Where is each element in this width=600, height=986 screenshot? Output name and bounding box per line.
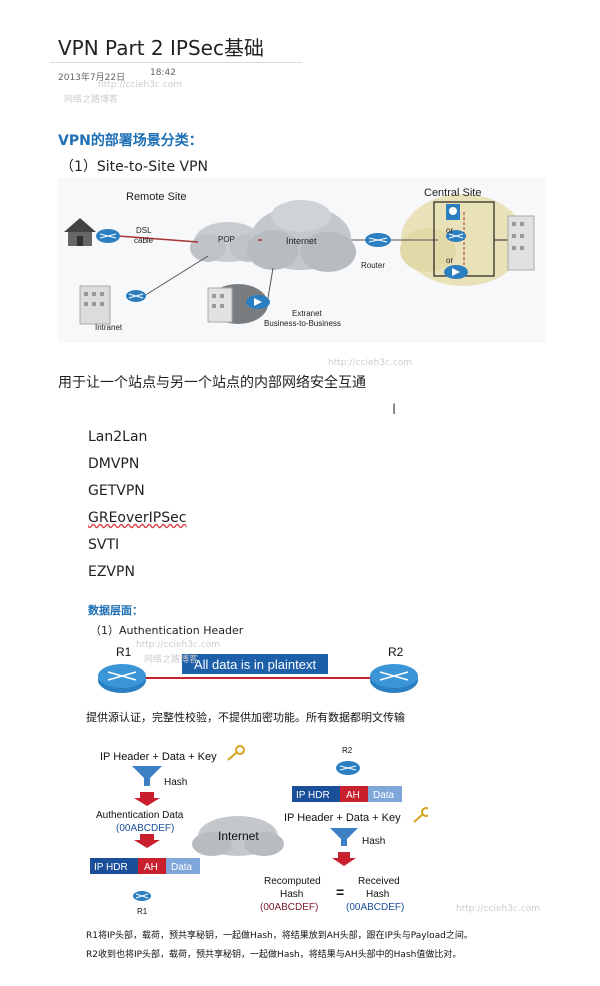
key-icon — [227, 745, 245, 761]
intranet-label: Intranet — [95, 323, 123, 332]
dsl-link — [117, 235, 199, 243]
or-label-1: or — [446, 226, 453, 235]
r2-process-note: R2收到也将IP头部，载荷，预共享秘钥，一起做Hash，将结果与AH头部中的Ha… — [86, 950, 462, 960]
intranet-router-icon — [126, 290, 146, 302]
pix-firewall-icon — [444, 265, 468, 279]
cable-label: cable — [134, 236, 154, 245]
recomputed-value: (00ABCDEF) — [260, 902, 318, 913]
watermark-blog: 网络之路博客 — [64, 95, 119, 105]
data-plane-heading: 数据层面： — [88, 604, 143, 617]
right-packet — [292, 786, 402, 802]
right-ah: AH — [346, 790, 360, 801]
ah-hash-diagram: IP Header + Data + Key Hash Authenticati… — [90, 745, 428, 916]
intranet-building-icon — [79, 285, 111, 325]
left-r1-router-icon — [133, 891, 151, 901]
internet-cloud — [247, 200, 356, 272]
key-icon-2 — [413, 807, 428, 823]
deployment-heading: VPN的部署场景分类： — [58, 133, 203, 149]
list-item: EZVPN — [88, 564, 135, 580]
title-divider — [50, 62, 302, 63]
recomputed-label: Recomputed — [264, 876, 321, 887]
received-value: (00ABCDEF) — [346, 902, 404, 913]
site-to-site-description: 用于让一个站点与另一个站点的内部网络安全互通 — [58, 375, 366, 391]
left-hash-label: Hash — [164, 777, 187, 788]
central-site-label: Central Site — [424, 187, 481, 199]
r1-process-note: R1将IP头部，载荷，预共享秘钥，一起做Hash，将结果放到AH头部，跟在IP头… — [86, 931, 473, 941]
right-ip-hdr: IP HDR — [296, 790, 330, 801]
watermark-url: http://ccieh3c.com — [328, 358, 412, 368]
left-r1-label: R1 — [137, 907, 148, 916]
extranet-link — [267, 267, 274, 299]
received-label: Received — [358, 876, 400, 887]
house-icon — [64, 218, 96, 246]
central-router-icon — [365, 233, 391, 247]
left-arrow-2 — [134, 834, 160, 848]
r2-label: R2 — [388, 645, 404, 659]
right-arrow — [332, 852, 356, 866]
equals-sign: = — [336, 884, 344, 900]
watermark-blog: 网络之路博客 — [144, 655, 199, 665]
received-hash-label: Hash — [366, 889, 389, 900]
site-to-site-diagram: Remote Site Central Site DSL cable POP I… — [58, 178, 546, 343]
left-arrow-1 — [134, 792, 160, 806]
central-building-icon — [507, 215, 535, 271]
watermark-url: http://ccieh3c.com — [136, 640, 220, 650]
r1-router-icon — [98, 664, 146, 693]
ah-function-note: 提供源认证，完整性校验，不提供加密功能。所有数据都明文传输 — [86, 711, 405, 724]
dsl-label: DSL — [136, 226, 152, 235]
plaintext-banner-text: All data is in plaintext — [194, 657, 317, 672]
internet-label: Internet — [286, 236, 317, 246]
left-data: Data — [171, 862, 193, 873]
right-r2-router-icon — [336, 761, 360, 775]
router-label: Router — [361, 261, 385, 270]
auth-data-label: Authentication Data — [96, 810, 184, 821]
ah-plaintext-diagram: All data is in plaintext R1 R2 — [98, 645, 418, 693]
left-packet — [90, 858, 200, 874]
vpn-concentrator-icon — [446, 204, 460, 220]
pop-cloud — [190, 222, 266, 262]
auth-data-value: (00ABCDEF) — [116, 823, 174, 834]
r2-router-icon — [370, 664, 418, 693]
page-title: VPN Part 2 IPSec基础 — [58, 36, 264, 60]
left-ip-hdr: IP HDR — [94, 862, 128, 873]
or-label-2: or — [446, 256, 453, 265]
plaintext-banner — [182, 654, 328, 674]
vpn-type-list: Lan2Lan DMVPN GETVPN GREoverIPSec SVTI E… — [88, 424, 186, 586]
extranet-building-icon — [207, 287, 233, 323]
created-date: 2013年7月22日 — [58, 73, 126, 83]
ah-subheading: （1）Authentication Header — [90, 624, 244, 637]
internet-label: Internet — [218, 829, 259, 843]
remote-site-label: Remote Site — [126, 191, 187, 203]
text-cursor-icon: I — [392, 402, 397, 418]
list-item: SVTI — [88, 537, 120, 553]
b2b-label: Business-to-Business — [264, 319, 341, 328]
extranet-label: Extranet — [292, 309, 323, 318]
list-item: GREoverIPSec — [88, 510, 187, 526]
pop-label: POP — [218, 235, 235, 244]
right-funnel-icon — [330, 828, 358, 846]
remote-router-icon — [96, 229, 120, 243]
intranet-link — [143, 255, 209, 297]
watermark-url: http://ccieh3c.com — [456, 904, 540, 914]
left-input-label: IP Header + Data + Key — [100, 751, 217, 763]
internet-cloud-icon — [192, 816, 284, 856]
site-to-site-subheading: （1）Site-to-Site VPN — [60, 159, 209, 175]
left-ah: AH — [144, 862, 158, 873]
right-r2-label: R2 — [342, 746, 353, 755]
list-item: GETVPN — [88, 483, 145, 499]
list-item: DMVPN — [88, 456, 140, 472]
right-hash-label: Hash — [362, 836, 385, 847]
right-data: Data — [373, 790, 395, 801]
recomputed-hash-label: Hash — [280, 889, 303, 900]
watermark-url: http://ccieh3c.com — [98, 80, 182, 90]
right-input-label: IP Header + Data + Key — [284, 812, 401, 824]
list-item: Lan2Lan — [88, 429, 148, 445]
left-funnel-icon — [132, 766, 162, 786]
extranet-firewall-icon — [246, 295, 270, 309]
created-time: 18:42 — [150, 68, 176, 78]
central-router-2-icon — [446, 230, 466, 242]
r1-label: R1 — [116, 645, 132, 659]
